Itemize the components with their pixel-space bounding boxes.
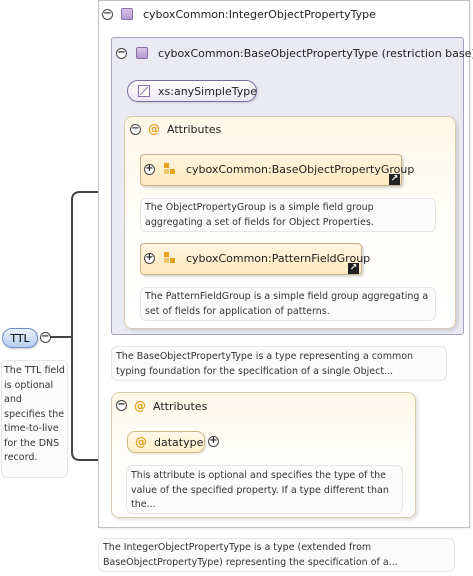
ttl-label: TTL (10, 332, 30, 345)
attribute-group-description: The PatternFieldGroup is a simple field … (145, 291, 429, 317)
attribute-group-icon (164, 163, 176, 175)
complex-type-icon (121, 8, 133, 20)
datatype-attribute[interactable]: @ datatype (127, 431, 205, 453)
base-type-description: The BaseObjectPropertyType is a type rep… (116, 351, 414, 377)
ttl-description-box: The TTL field is optional and specifies … (1, 360, 68, 478)
attribute-group-label: cyboxCommon:BaseObjectPropertyGroup (186, 163, 415, 176)
attribute-group-expand-toggle[interactable]: + (144, 163, 155, 175)
simple-type-pill[interactable]: xs:anySimpleType (127, 80, 257, 102)
attribute-group-expand-toggle[interactable]: + (144, 252, 155, 264)
simple-type-icon (138, 85, 150, 97)
attribute-icon: @ (148, 122, 160, 136)
link-icon[interactable]: ↗ (348, 263, 359, 274)
attribute-group-description-box: The ObjectPropertyGroup is a simple fiel… (140, 198, 436, 232)
base-type-collapse-toggle[interactable]: − (116, 47, 127, 59)
attribute-group-box[interactable] (140, 154, 402, 186)
datatype-description-box: This attribute is optional and specifies… (126, 465, 403, 514)
integer-type-label: cyboxCommon:IntegerObjectPropertyType (143, 8, 376, 21)
datatype-label: datatype (154, 436, 204, 449)
extension-attributes-label: Attributes (153, 400, 208, 413)
base-type-label: cyboxCommon:BaseObjectPropertyType (rest… (158, 47, 473, 60)
integer-type-description-box: The IntegerObjectPropertyType is a type … (98, 538, 455, 572)
ttl-description: The TTL field is optional and specifies … (4, 365, 65, 463)
attribute-icon: @ (134, 399, 146, 413)
simple-type-label: xs:anySimpleType (158, 85, 257, 98)
link-icon[interactable]: ↗ (389, 174, 400, 185)
attribute-group-description-box: The PatternFieldGroup is a simple field … (140, 287, 436, 321)
integer-type-description: The IntegerObjectPropertyType is a type … (103, 542, 398, 568)
complex-type-icon (136, 47, 148, 59)
ttl-element[interactable]: TTL (2, 328, 38, 348)
base-attributes-label: Attributes (167, 123, 222, 136)
base-attributes-collapse-toggle[interactable]: − (130, 123, 141, 135)
attribute-icon: @ (135, 435, 147, 449)
attribute-group-box[interactable] (140, 243, 362, 275)
datatype-expand-toggle[interactable]: + (208, 435, 219, 447)
base-type-description-box: The BaseObjectPropertyType is a type rep… (111, 346, 447, 381)
datatype-description: This attribute is optional and specifies… (131, 470, 389, 510)
ttl-collapse-toggle[interactable]: − (40, 331, 51, 343)
extension-attributes-collapse-toggle[interactable]: − (116, 399, 127, 411)
integer-type-collapse-toggle[interactable]: − (102, 8, 113, 20)
attribute-group-description: The ObjectPropertyGroup is a simple fiel… (145, 202, 374, 228)
attribute-group-label: cyboxCommon:PatternFieldGroup (186, 252, 371, 265)
attribute-group-icon (164, 252, 176, 264)
